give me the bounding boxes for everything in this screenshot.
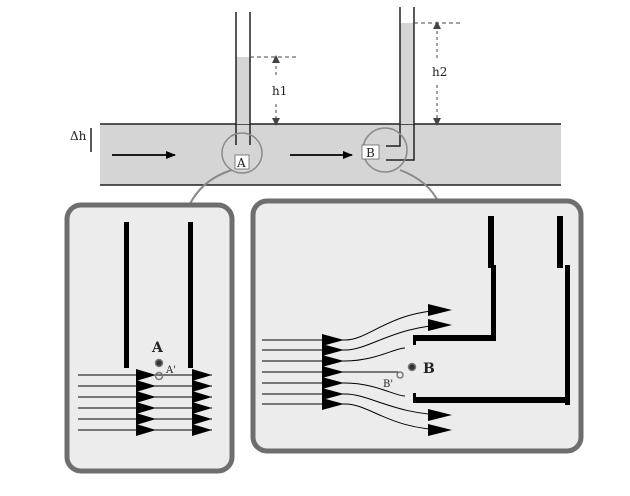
detail-point-b — [407, 362, 417, 372]
h1-dimension — [250, 55, 296, 126]
detail-point-b-prime — [396, 371, 404, 379]
detail-point-a-prime — [154, 371, 164, 381]
point-a-label: A — [236, 156, 246, 170]
tube-b-inner-wall — [386, 7, 401, 147]
point-b-label: B — [366, 146, 375, 160]
detail-b-tube-walls — [413, 216, 570, 405]
tube-b-outer-wall — [386, 7, 415, 161]
detail-panel-b — [250, 198, 584, 454]
h2-dimension — [414, 21, 462, 126]
detail-a-tube-walls — [124, 222, 193, 368]
tube-b-fluid — [400, 23, 414, 124]
detail-b-prime-label: B' — [383, 379, 393, 390]
magnifier-circle-a — [221, 132, 263, 174]
h1-label: h1 — [272, 84, 287, 98]
detail-b-label: B — [423, 361, 435, 377]
detail-a-prime-label: A' — [165, 365, 176, 376]
piezometer-tube-a — [235, 12, 251, 145]
detail-point-a — [154, 358, 164, 368]
tube-a-fluid — [236, 57, 250, 124]
pitot-tube-b — [386, 7, 415, 161]
detail-a-label: A — [151, 340, 164, 356]
h2-label: h2 — [432, 65, 447, 79]
delta-h-label: Δh — [70, 129, 87, 143]
detail-b-arrowheads — [322, 304, 452, 436]
detail-a-streamlines — [78, 369, 212, 436]
